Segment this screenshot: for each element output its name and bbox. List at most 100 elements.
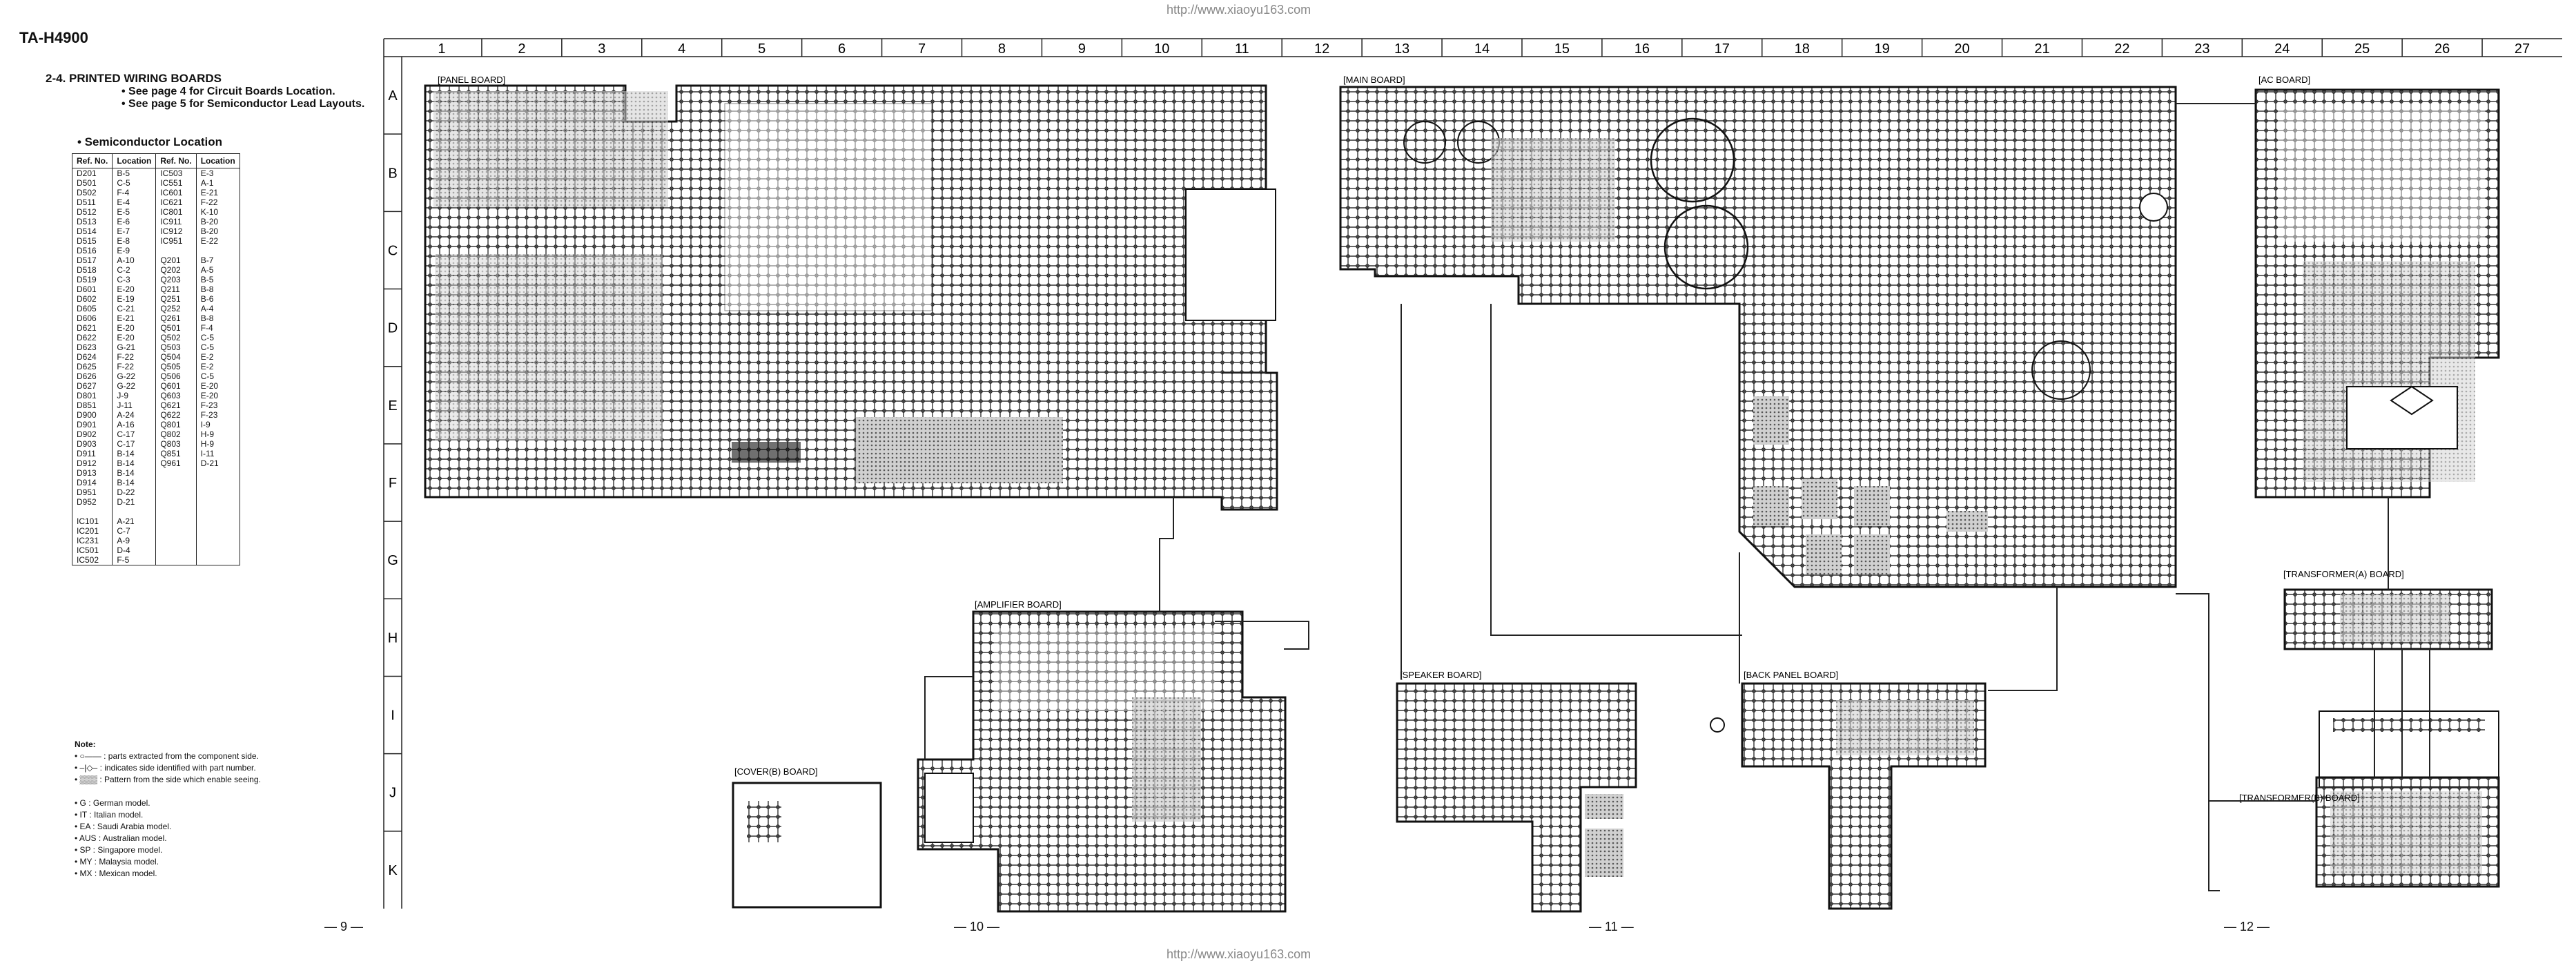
notes-title: Note: <box>75 739 96 749</box>
table-cell: C-5 <box>195 333 240 342</box>
table-cell: D622 <box>71 333 113 342</box>
table-cell: D902 <box>71 429 113 439</box>
table-cell: D517 <box>71 255 113 265</box>
table-cell: D515 <box>71 236 113 246</box>
table-cell: C-2 <box>112 265 157 275</box>
grid-column-label: 17 <box>1715 41 1730 57</box>
table-cell: IC201 <box>71 526 113 536</box>
table-cell: D514 <box>71 226 113 236</box>
table-cell: A-1 <box>195 178 240 188</box>
table-cell: D511 <box>71 197 113 207</box>
semi-col-header: Location <box>195 153 240 168</box>
table-cell: D601 <box>71 284 113 294</box>
table-cell: H-9 <box>195 439 240 449</box>
watermark-bottom: http://www.xiaoyu163.com <box>1167 947 1311 961</box>
page-number-12: — 12 — <box>2224 920 2270 933</box>
grid-row-label: C <box>388 243 398 258</box>
grid-column-label: 26 <box>2434 41 2450 57</box>
table-cell: Q505 <box>155 362 197 371</box>
grid-column-label: 8 <box>998 41 1006 57</box>
table-cell: J-9 <box>112 391 157 400</box>
section-title: 2-4. PRINTED WIRING BOARDS <box>46 72 222 85</box>
table-cell: E-2 <box>195 352 240 362</box>
table-cell: B-14 <box>112 458 157 468</box>
table-cell: F-23 <box>195 400 240 410</box>
table-cell <box>155 526 197 536</box>
model-title: TA-H4900 <box>19 29 88 46</box>
table-cell: Q503 <box>155 342 197 352</box>
cover-b-label: [COVER(B) BOARD] <box>734 766 818 777</box>
grid-row-label: A <box>388 88 398 104</box>
grid-row-label: F <box>389 476 397 491</box>
table-cell <box>195 478 240 487</box>
note-item: • SP : Singapore model. <box>75 845 163 855</box>
table-cell <box>195 487 240 497</box>
table-cell: G-21 <box>112 342 157 352</box>
table-cell: D518 <box>71 265 113 275</box>
table-cell: B-14 <box>112 468 157 478</box>
grid-row-label: J <box>389 786 396 801</box>
table-cell: Q261 <box>155 313 197 323</box>
table-cell <box>155 555 197 565</box>
grid-column-label: 4 <box>678 41 685 57</box>
table-cell <box>195 555 240 565</box>
table-cell <box>195 516 240 526</box>
table-cell: Q802 <box>155 429 197 439</box>
table-cell: D-22 <box>112 487 157 497</box>
section-note-1: • See page 4 for Circuit Boards Location… <box>121 86 335 97</box>
table-cell <box>155 487 197 497</box>
grid-column-label: 5 <box>758 41 765 57</box>
table-cell: D-21 <box>195 458 240 468</box>
grid-row-label: B <box>388 166 397 181</box>
table-cell: IC951 <box>155 236 197 246</box>
table-cell: D501 <box>71 178 113 188</box>
table-cell: F-4 <box>112 188 157 197</box>
table-cell: A-5 <box>195 265 240 275</box>
note-item: • ▒▒▒ : Pattern from the side which enab… <box>75 775 261 784</box>
table-cell: IC621 <box>155 197 197 207</box>
amplifier-board-label: [AMPLIFIER BOARD] <box>975 599 1062 610</box>
grid-column-label: 27 <box>2515 41 2530 57</box>
grid-column-label: 22 <box>2114 41 2129 57</box>
table-cell <box>195 545 240 555</box>
table-cell: Q202 <box>155 265 197 275</box>
grid-row-label: E <box>388 398 397 414</box>
table-cell: D913 <box>71 468 113 478</box>
semi-col-header: Ref. No. <box>155 153 197 168</box>
table-cell: Q601 <box>155 381 197 391</box>
table-cell <box>71 507 113 516</box>
panel-board <box>424 84 1278 511</box>
table-cell: Q622 <box>155 410 197 420</box>
table-cell: E-20 <box>195 391 240 400</box>
note-item: • MX : Mexican model. <box>75 869 157 878</box>
table-cell: A-16 <box>112 420 157 429</box>
table-cell: IC501 <box>71 545 113 555</box>
table-cell: F-22 <box>112 352 157 362</box>
table-cell: I-9 <box>195 420 240 429</box>
table-cell: D911 <box>71 449 113 458</box>
grid-row-label: D <box>388 321 398 336</box>
grid-column-label: 24 <box>2274 41 2290 57</box>
harness-wires <box>924 103 2430 891</box>
table-cell: E-5 <box>112 207 157 217</box>
table-cell: Q502 <box>155 333 197 342</box>
grid-row-label: G <box>387 553 398 568</box>
table-cell: C-7 <box>112 526 157 536</box>
table-cell: A-9 <box>112 536 157 545</box>
semi-col-header: Ref. No. <box>71 153 113 168</box>
grid-column-label: 21 <box>2034 41 2049 57</box>
table-cell: C-17 <box>112 439 157 449</box>
grid-row-label: K <box>388 863 398 878</box>
table-cell: B-5 <box>112 168 157 178</box>
table-cell: E-3 <box>195 168 240 178</box>
